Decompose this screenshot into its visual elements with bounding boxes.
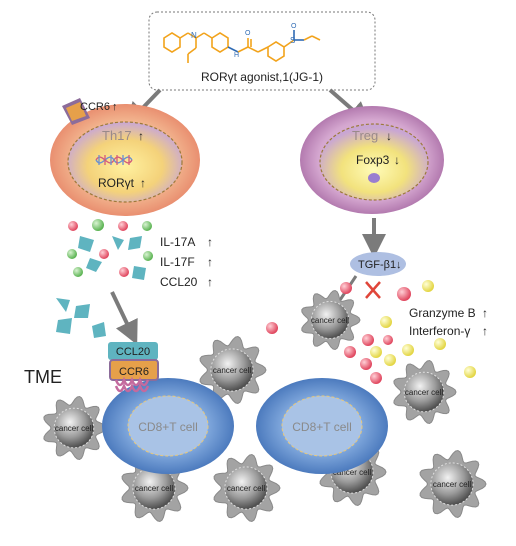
tgf-b1-arrow: ↓ <box>396 259 402 271</box>
sulfonyl-oxygen: O <box>291 23 297 30</box>
ccl20-ccr6-complex: CCL20 CCR6 <box>108 342 159 393</box>
arrow-to-receptor <box>110 291 138 345</box>
cancer-cell-nucleus <box>224 466 268 510</box>
sulfur-atom: S <box>290 36 295 45</box>
cytokine-il17f-arrow: ↑ <box>207 255 213 269</box>
treg-cell: Treg ↓ Foxp3 ↓ <box>300 106 444 214</box>
tme-label: TME <box>24 367 62 387</box>
ccr6-receptor-icon <box>62 98 90 125</box>
ccr6-arrow: ↑ <box>112 101 118 113</box>
complex-ccl20-label: CCL20 <box>116 346 150 358</box>
th17-label: Th17 <box>102 128 132 143</box>
cancer-cell: cancer cell <box>213 453 281 523</box>
cancer-cell: cancer cell <box>199 335 267 405</box>
cancer-cell-nucleus <box>310 300 350 340</box>
cancer-cell: cancer cell <box>301 289 361 351</box>
cancer-cell-label: cancer cell <box>55 424 93 433</box>
interferon-label: Interferon-γ <box>409 324 470 338</box>
foxp3-label: Foxp3 <box>356 153 390 167</box>
rorgt-label: RORγt <box>98 176 135 190</box>
cd8-label-right: CD8+T cell <box>292 420 351 434</box>
cancer-cell: cancer cell <box>419 449 487 519</box>
th17-arrow: ↑ <box>138 129 144 143</box>
cancer-cell-label: cancer cell <box>433 480 471 489</box>
cancer-cell-nucleus <box>430 462 474 506</box>
rorgt-arrow: ↑ <box>140 176 146 190</box>
effector-particles <box>266 280 476 384</box>
foxp3-arrow: ↓ <box>394 153 400 167</box>
cancer-cell-label: cancer cell <box>405 388 443 397</box>
cancer-cell-nucleus <box>403 371 445 413</box>
cd8-label-left: CD8+T cell <box>138 420 197 434</box>
dna-helix-icon <box>95 155 133 165</box>
agonist-box: N H O O S RORγt agonist,1(JG-1) <box>148 11 376 91</box>
interferon-arrow: ↑ <box>482 324 488 338</box>
block-x-icon <box>365 281 381 299</box>
treg-label: Treg <box>352 128 378 143</box>
cytokine-ccl20-arrow: ↑ <box>207 275 213 289</box>
granzyme-b-label: Granzyme B <box>409 306 476 320</box>
cancer-cell-label: cancer cell <box>311 316 349 325</box>
cancer-cell-nucleus <box>132 466 176 510</box>
nitrogen-atom: N <box>191 31 197 40</box>
agonist-structure <box>163 30 321 63</box>
amide-nh: H <box>234 52 239 59</box>
cytokine-il17a-arrow: ↑ <box>207 235 213 249</box>
cancer-cell: cancer cell <box>393 359 457 425</box>
carbonyl-oxygen: O <box>245 30 251 37</box>
tgf-b1-bubble <box>350 252 406 276</box>
cancer-cell-nucleus <box>210 348 254 392</box>
ccr6-label: CCR6 <box>80 101 110 113</box>
treg-arrow: ↓ <box>386 129 392 143</box>
complex-ccr6-label: CCR6 <box>119 366 149 378</box>
tgf-b1-label: TGF-β1 <box>358 259 396 271</box>
cd8-t-cell-left: CD8+T cell <box>102 378 234 474</box>
treg-nucleus-dot <box>368 173 380 183</box>
th17-cell: Th17 ↑ RORγt ↑ <box>50 104 200 216</box>
cancer-cell-label: cancer cell <box>213 366 251 375</box>
cd8-t-cell-right: CD8+T cell <box>256 378 388 474</box>
cytokine-il17a-label: IL-17A <box>160 235 195 249</box>
cancer-cell-label: cancer cell <box>227 484 265 493</box>
cytokine-ccl20-label: CCL20 <box>160 275 198 289</box>
cancer-cell-label: cancer cell <box>333 468 371 477</box>
cytokine-particles <box>56 219 153 338</box>
cancer-cell-nucleus <box>53 407 95 449</box>
cancer-cell: cancer cell <box>43 395 107 461</box>
cancer-cell-label: cancer cell <box>135 484 173 493</box>
agonist-caption: RORγt agonist,1(JG-1) <box>201 70 323 84</box>
cytokine-il17f-label: IL-17F <box>160 255 195 269</box>
granzyme-b-arrow: ↑ <box>482 306 488 320</box>
